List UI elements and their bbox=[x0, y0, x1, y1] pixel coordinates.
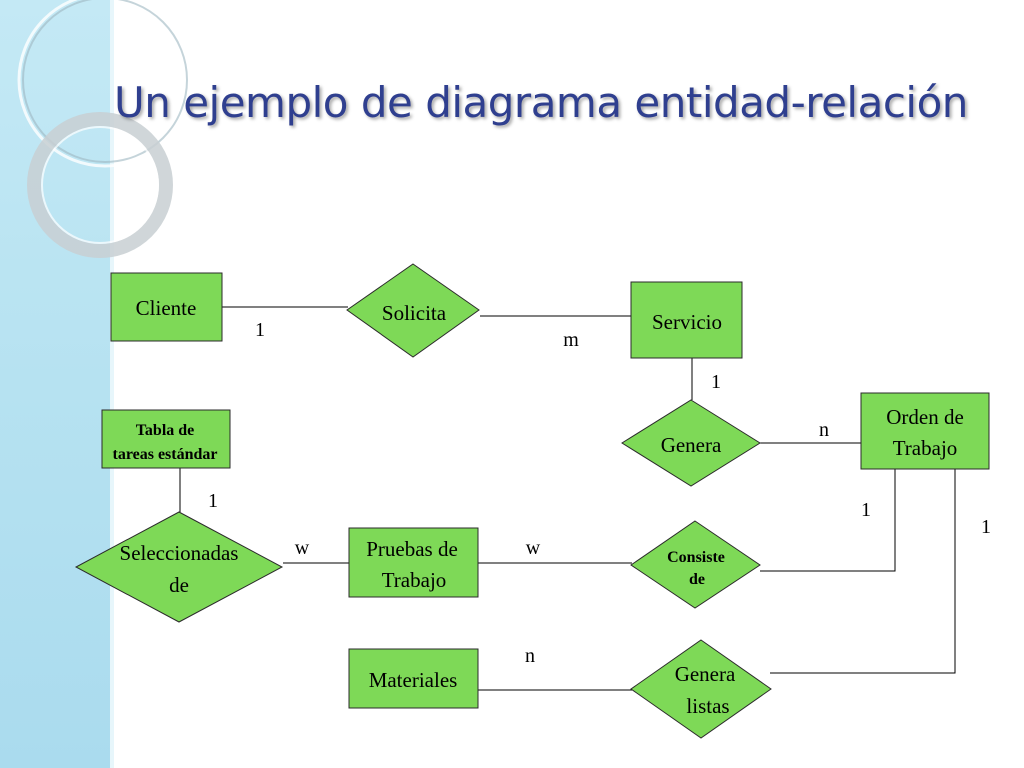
entity-label: Servicio bbox=[652, 310, 722, 334]
entity-label: tareas estándar bbox=[112, 446, 217, 463]
cardinality-label: w bbox=[295, 537, 310, 559]
relationship-consiste-de: Consiste de bbox=[630, 520, 761, 609]
edge-consiste-orden bbox=[760, 469, 896, 572]
entity-orden-de-trabajo: Orden de Trabajo bbox=[860, 392, 990, 470]
cardinality-label: n bbox=[819, 419, 829, 441]
entity-label: Cliente bbox=[136, 296, 197, 320]
cardinality-label: m bbox=[563, 329, 579, 351]
entity-label: Tabla de bbox=[136, 422, 195, 439]
entity-tabla-de-tareas: Tabla de tareas estándar bbox=[101, 409, 231, 469]
cardinality-label: 1 bbox=[711, 371, 721, 393]
relationship-label: de bbox=[169, 573, 189, 597]
entity-cliente: Cliente bbox=[110, 272, 223, 342]
connectors bbox=[179, 306, 956, 691]
relationship-solicita: Solicita bbox=[346, 263, 480, 358]
slide-title: Un ejemplo de diagrama entidad-relación bbox=[114, 78, 968, 127]
edge-listas-orden bbox=[770, 469, 956, 674]
relationship-genera-listas: Genera listas bbox=[630, 639, 772, 739]
entity-label: Materiales bbox=[369, 668, 458, 692]
cardinality-label: w bbox=[526, 537, 541, 559]
relationship-label: Seleccionadas bbox=[120, 541, 239, 565]
entity-label: Trabajo bbox=[893, 436, 958, 460]
entity-pruebas-de-trabajo: Pruebas de Trabajo bbox=[348, 527, 479, 598]
relationship-seleccionadas-de: Seleccionadas de bbox=[74, 511, 284, 623]
relationship-label: Genera bbox=[675, 662, 736, 686]
cardinalities: 1 m 1 n 1 1 1 w w n bbox=[208, 319, 991, 667]
cardinality-label: 1 bbox=[861, 499, 871, 521]
cardinality-label: n bbox=[525, 645, 535, 667]
relationship-label: de bbox=[689, 571, 705, 588]
entity-label: Orden de bbox=[886, 405, 964, 429]
relationship-label: Consiste bbox=[667, 549, 725, 566]
entity-label: Pruebas de bbox=[366, 537, 458, 561]
cardinality-label: 1 bbox=[255, 319, 265, 341]
relationship-label: Genera bbox=[661, 433, 722, 457]
entity-servicio: Servicio bbox=[630, 281, 743, 359]
cardinality-label: 1 bbox=[208, 490, 218, 512]
relationship-label: listas bbox=[686, 694, 729, 718]
cardinality-label: 1 bbox=[981, 516, 991, 538]
relationship-genera: Genera bbox=[621, 399, 761, 487]
entity-materiales: Materiales bbox=[348, 648, 479, 709]
relationship-label: Solicita bbox=[382, 301, 447, 325]
entity-label: Trabajo bbox=[382, 568, 447, 592]
